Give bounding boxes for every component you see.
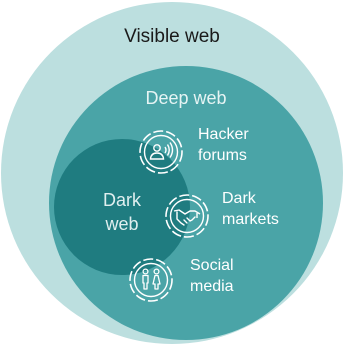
social-media-line2: media (190, 277, 234, 295)
dark-web-label-line1: Dark (102, 190, 141, 210)
dark-markets-line1: Dark (222, 190, 256, 207)
handshake-icon (161, 190, 213, 242)
dark-markets-label: Dark markets (222, 189, 279, 231)
dark-web-label: Dark web (82, 189, 162, 237)
hacker-forums-label: Hacker forums (198, 125, 249, 167)
dark-web-circle (54, 139, 190, 275)
speaking-head-icon (135, 126, 187, 178)
people-icon (125, 254, 177, 306)
deep-web-label: Deep web (145, 88, 227, 108)
dark-markets-line2: markets (222, 210, 279, 228)
visible-web-label: Visible web (124, 26, 220, 47)
dark-web-label-line2: web (105, 213, 139, 234)
hacker-forums-line1: Hacker (198, 126, 249, 143)
social-media-line1: Social (190, 257, 234, 274)
social-media-label: Social media (190, 256, 234, 298)
hacker-forums-line2: forums (198, 146, 247, 164)
